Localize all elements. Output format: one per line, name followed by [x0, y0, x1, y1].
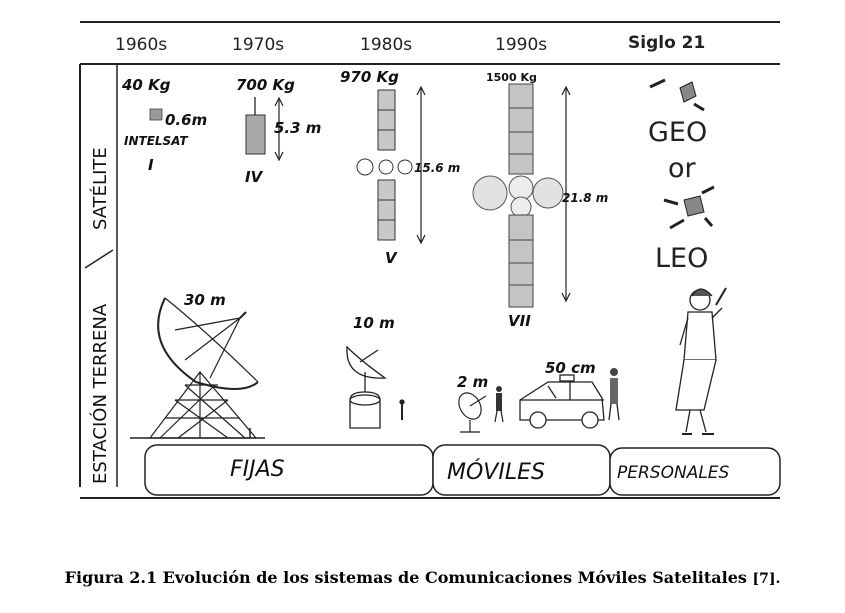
sat3-icon — [356, 89, 413, 241]
sat2-size: 5.3 m — [274, 119, 321, 137]
sat4-icon — [472, 83, 564, 308]
small-dish-antenna-icon — [458, 386, 504, 433]
sat3-arrow-up — [416, 85, 426, 96]
sat1-icon — [149, 108, 163, 121]
sat1-size: 0.6m — [165, 111, 207, 129]
sat3-size: 15.6 m — [414, 161, 460, 175]
vehicle-terminal-icon — [519, 368, 620, 429]
category-mobile: MÓVILES — [447, 459, 545, 485]
sat4-mass: 1500 Kg — [486, 71, 537, 84]
figure-caption: Figura 2.1 Evolución de los sistemas de … — [0, 568, 845, 587]
sat4-numeral: VII — [508, 312, 531, 330]
personal-user-icon — [675, 287, 727, 435]
left-panel-divider — [84, 249, 114, 269]
figure-caption-ref: [7]. — [752, 571, 781, 587]
station-medium-dish-label: 10 m — [353, 314, 395, 332]
sat3-arrow-down — [416, 234, 426, 245]
station-small-dish-label: 2 m — [457, 373, 488, 391]
sat1-mass: 40 Kg — [121, 76, 171, 94]
category-fixed: FIJAS — [230, 457, 285, 482]
side-label-earth-station: ESTACIÓN TERRENA — [89, 303, 111, 484]
sat2-numeral: IV — [245, 168, 264, 186]
era-siglo-21: Siglo 21 — [628, 33, 705, 53]
sat4-arrow-up — [561, 85, 571, 96]
sat3-numeral: V — [385, 249, 398, 267]
sat4-size: 21.8 m — [562, 191, 608, 205]
sat1-name: INTELSAT — [124, 134, 188, 148]
era-1970s: 1970s — [232, 35, 284, 55]
side-label-satellite: SATÉLITE — [89, 147, 111, 230]
era-1960s: 1960s — [115, 35, 167, 55]
figure-caption-text: Figura 2.1 Evolución de los sistemas de … — [64, 568, 747, 587]
station-vehicle-label: 50 cm — [545, 359, 596, 377]
sat2-mass: 700 Kg — [236, 76, 295, 94]
sat4-arrow-down — [561, 292, 571, 303]
era-1980s: 1980s — [360, 35, 412, 55]
orbit-leo: LEO — [655, 243, 708, 274]
small-satellite-icon-2 — [663, 185, 715, 230]
large-dish-antenna-icon — [130, 297, 265, 439]
category-personal-box — [609, 447, 781, 496]
satellite-evolution-diagram: 1960s 1970s 1980s 1990s Siglo 21 SATÉLIT… — [79, 21, 781, 499]
category-fixed-box — [144, 444, 434, 496]
station-large-dish-label: 30 m — [184, 291, 226, 309]
orbit-or: or — [668, 153, 697, 184]
orbit-geo: GEO — [648, 117, 707, 148]
sat2-arrow-up — [274, 96, 284, 107]
sat3-mass: 970 Kg — [340, 68, 399, 86]
sat2-arrow-down — [274, 151, 284, 162]
small-satellite-icon — [649, 78, 705, 112]
era-1990s: 1990s — [495, 35, 547, 55]
category-personal: PERSONALES — [617, 463, 730, 483]
sat2-icon — [245, 114, 266, 155]
sat1-numeral: I — [148, 156, 154, 174]
medium-dish-antenna-icon — [346, 345, 405, 429]
